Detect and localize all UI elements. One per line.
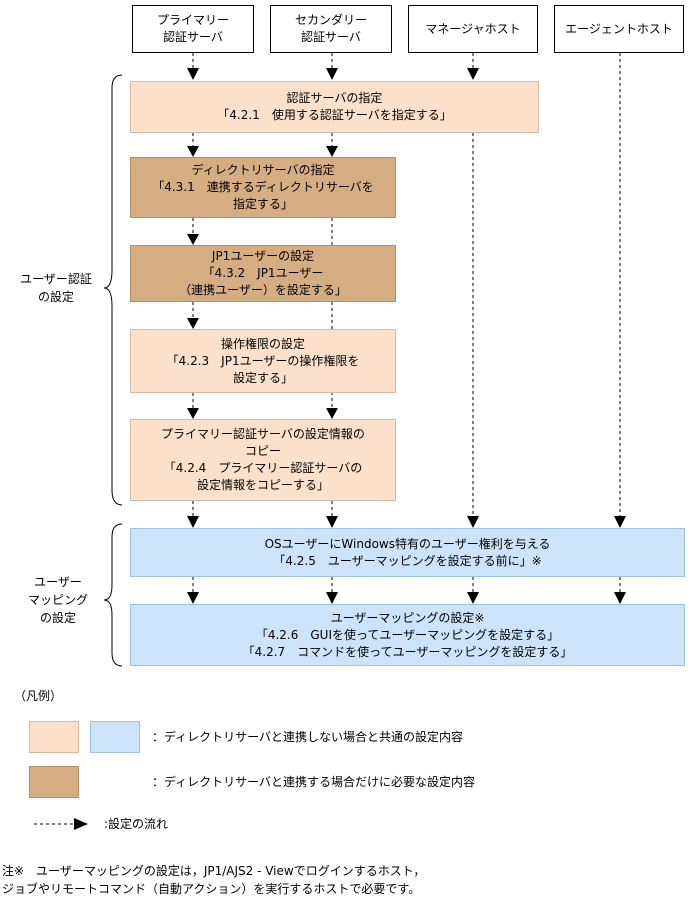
arrowhead xyxy=(187,516,199,528)
arrowhead xyxy=(187,592,199,604)
arrowhead xyxy=(614,592,626,604)
arrowhead xyxy=(326,146,338,157)
footnote: 注※ ユーザーマッピングの設定は，JP1/AJS2 - Viewでログインするホ… xyxy=(2,864,426,896)
arrowhead xyxy=(467,516,479,528)
step-copy-primary-settings: プライマリー認証サーバの設定情報の コピー 「4.2.4 プライマリー認証サーバ… xyxy=(130,419,396,501)
arrowhead xyxy=(326,68,338,80)
arrowhead xyxy=(467,68,479,80)
arrowhead xyxy=(187,234,199,245)
group-label-user-mapping: ユーザー マッピング の設定 xyxy=(27,575,88,625)
legend-swatch-common xyxy=(29,721,79,753)
arrowhead xyxy=(326,408,338,419)
arrowhead xyxy=(326,516,338,528)
arrowhead xyxy=(187,408,199,419)
step-user-mapping-setup: ユーザーマッピングの設定※ 「4.2.6 GUIを使ってユーザーマッピングを設定… xyxy=(130,604,685,666)
legend-swatch-mapping xyxy=(90,721,140,753)
host-primary-auth-server: プライマリー 認証サーバ xyxy=(132,5,254,53)
step-setup-jp1-user: JP1ユーザーの設定 「4.3.2 JP1ユーザー （連携ユーザー）を設定する」 xyxy=(130,245,396,302)
legend-flow-text: :設定の流れ xyxy=(104,817,169,831)
legend-directory-text: ：ディレクトリサーバと連携する場合だけに必要な設定内容 xyxy=(152,775,476,789)
legend-title: （凡例） xyxy=(14,689,63,703)
auth-group-brace xyxy=(103,74,123,506)
step-grant-windows-user-rights: OSユーザーにWindows特有のユーザー権利を与える 「4.2.5 ユーザーマ… xyxy=(130,528,685,577)
host-secondary-auth-server: セカンダリー 認証サーバ xyxy=(270,5,392,53)
step-specify-directory-server: ディレクトリサーバの指定 「4.3.1 連携するディレクトリサーバを 指定する」 xyxy=(130,157,396,218)
arrowhead xyxy=(467,592,479,604)
arrowhead xyxy=(326,592,338,604)
arrowhead xyxy=(187,318,199,329)
arrowhead xyxy=(187,68,199,80)
legend-arrowhead xyxy=(74,818,88,830)
step-setup-operation-permission: 操作権限の設定 「4.2.3 JP1ユーザーの操作権限を 設定する」 xyxy=(130,329,396,393)
arrowhead xyxy=(187,146,199,157)
legend-common-text: ：ディレクトリサーバと連携しない場合と共通の設定内容 xyxy=(152,730,464,744)
host-agent: エージェントホスト xyxy=(554,5,684,53)
arrowhead xyxy=(614,516,626,528)
group-label-user-auth: ユーザー認証 の設定 xyxy=(20,272,92,304)
legend-swatch-directory xyxy=(29,766,79,798)
mapping-group-brace xyxy=(103,523,123,667)
step-specify-auth-server: 認証サーバの指定 「4.2.1 使用する認証サーバを指定する」 xyxy=(130,81,539,133)
host-manager: マネージャホスト xyxy=(408,5,538,53)
